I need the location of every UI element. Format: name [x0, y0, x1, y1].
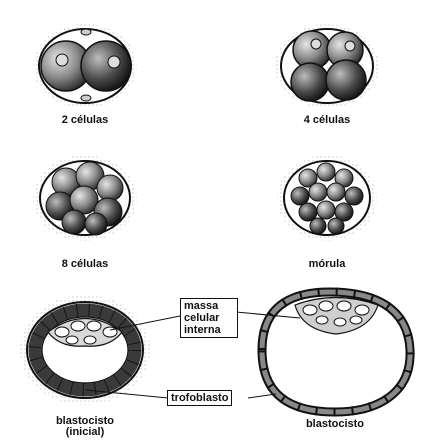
blastocyst: [262, 292, 410, 412]
callout-inner-cell-mass-line3: interna: [184, 324, 234, 336]
label-two-cells: 2 células: [25, 114, 145, 126]
early-blastocyst: [20, 295, 150, 405]
label-early-blastocyst: blastocisto (inicial): [25, 416, 145, 438]
label-four-cells: 4 células: [267, 114, 387, 126]
callout-inner-cell-mass: massa celular interna: [180, 298, 238, 338]
label-eight-cells: 8 células: [25, 258, 145, 270]
morula-embryo: [277, 155, 377, 241]
label-early-blastocyst-line2: (inicial): [25, 427, 145, 438]
label-morula: mórula: [267, 258, 387, 270]
two-cell-embryo: [33, 24, 137, 108]
callout-trophoblast: trofoblasto: [167, 390, 232, 406]
callout-inner-cell-mass-line2: celular: [184, 312, 234, 324]
four-cell-embryo: [275, 24, 379, 108]
callout-inner-cell-mass-line1: massa: [184, 300, 234, 312]
label-blastocyst: blastocisto: [275, 418, 395, 430]
eight-cell-embryo: [33, 155, 137, 241]
